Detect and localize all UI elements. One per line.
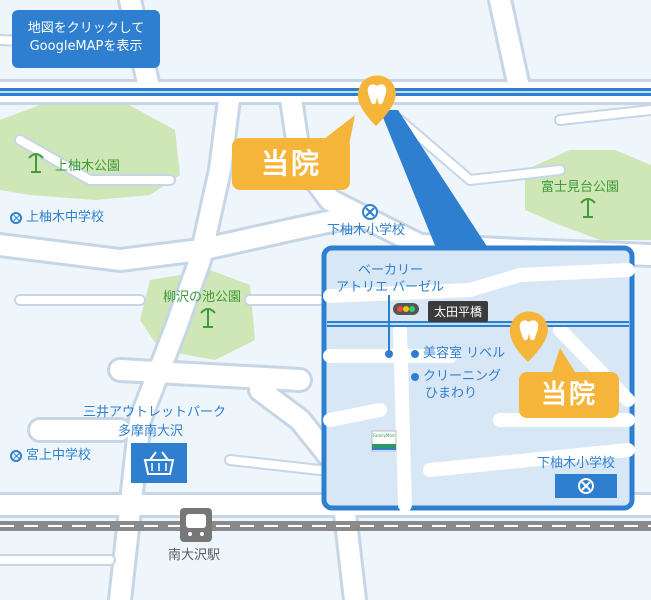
tree-icon-yanagisawa <box>200 308 216 328</box>
park-label-fujimi: 富士見台公園 <box>541 180 620 195</box>
school-label-kamiyugi-junior: 上柚木中学校 <box>10 210 104 225</box>
tree-icon-kamiyugi <box>28 153 44 173</box>
school-icon-inset <box>578 478 594 494</box>
inset-panel <box>321 245 635 512</box>
poi-dot <box>411 349 419 358</box>
school-label-miyagami-junior: 宮上中学校 <box>10 448 91 463</box>
cleaning-label-line2: ひまわり <box>425 386 478 401</box>
park-label-yanagisawa: 柳沢の池公園 <box>163 290 242 305</box>
inset-school-label: 下柚木小学校 <box>537 456 616 471</box>
open-map-line2: GoogleMAPを表示 <box>29 39 143 54</box>
salon-label: 美容室 リベル <box>411 346 505 361</box>
school-icon <box>10 449 22 462</box>
school-icon <box>10 211 22 224</box>
open-google-map-button[interactable]: 地図をクリックして GoogleMAPを表示 <box>12 10 160 68</box>
bridge-label: 太田平橋 <box>428 301 489 322</box>
clinic-callout-inset: 当院 <box>519 372 619 418</box>
bakery-label-line2: アトリエ バーゼル <box>336 280 445 295</box>
poi-dot <box>411 372 419 381</box>
tree-icon-fujimi <box>580 198 596 218</box>
inset-pointer <box>380 110 488 248</box>
clinic-callout-main: 当院 <box>232 138 350 190</box>
outlet-label-line1: 三井アウトレットパーク <box>83 405 227 420</box>
tooth-marker-inset <box>509 311 548 362</box>
school-label-shimoyugi: 下柚木小学校 <box>327 223 406 238</box>
top-line <box>0 88 651 96</box>
station-icon <box>180 508 212 542</box>
railway-line <box>0 521 651 531</box>
tooth-marker-main <box>357 75 396 126</box>
cleaning-label-line1: クリーニング <box>411 369 501 384</box>
traffic-light-icon <box>393 303 419 315</box>
store-label: FamilyMart <box>373 433 395 438</box>
outlet-label-line2: 多摩南大沢 <box>118 424 184 439</box>
open-map-line1: 地図をクリックして <box>27 21 145 36</box>
outlet-basket-icon <box>131 443 187 483</box>
park-label-kamiyugi: 上柚木公園 <box>55 159 121 174</box>
bakery-label-line1: ベーカリー <box>358 263 424 278</box>
store-icon <box>371 430 397 452</box>
station-label: 南大沢駅 <box>168 548 221 563</box>
school-icon-shimoyugi <box>362 204 378 220</box>
